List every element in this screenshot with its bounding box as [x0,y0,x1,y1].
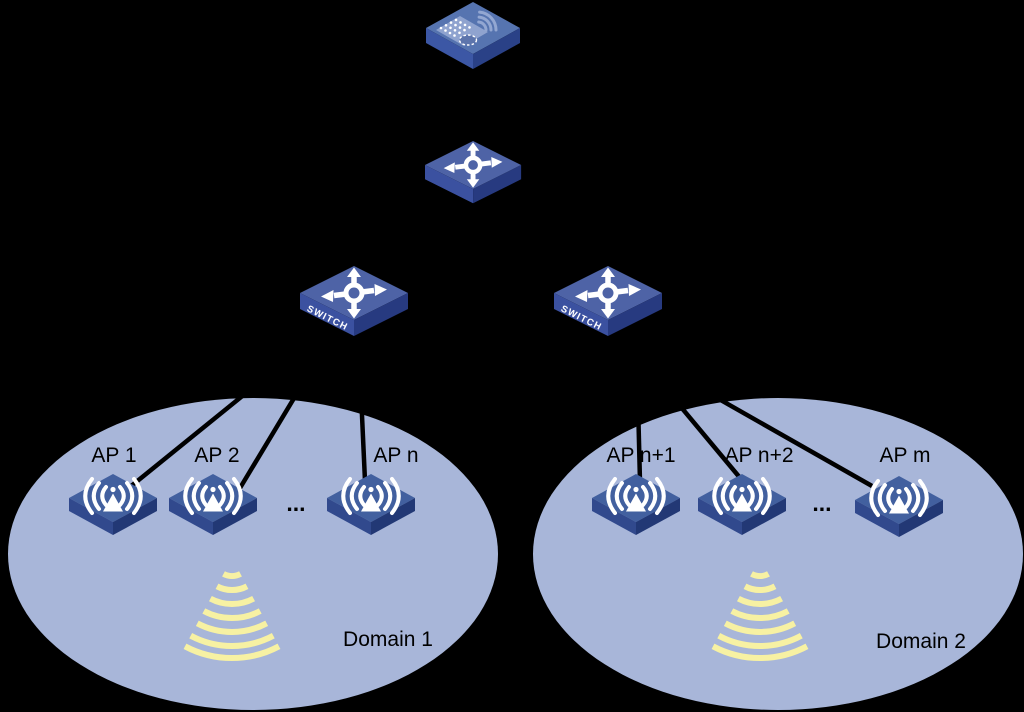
ap-n2-label: AP n+2 [724,444,793,467]
domain-1-ellipse [8,398,498,710]
wifi-signal-fan-icon [711,571,809,662]
link-switch1-apn [355,327,368,482]
ap-ellipsis-domain-1: ... [286,490,305,516]
wireless-controller-icon [426,2,520,69]
wifi-signal-fan-icon [183,571,281,662]
speaker-circle [458,34,478,46]
domain-2-ellipse [533,398,1023,710]
ap-n-label: AP n [373,444,418,467]
link-switch1-ap2 [238,323,340,490]
link-switch1-ap1 [128,323,332,489]
keypad-dots [439,18,471,37]
domain-1-label: Domain 1 [343,628,433,651]
wifi-arcs-icon [477,10,498,32]
link-switch2-apn1 [633,321,643,483]
connection-lines [128,58,874,490]
ap-ellipsis-domain-2: ... [812,490,831,516]
ap-m-label: AP m [880,444,931,467]
link-core-switch2 [471,194,610,292]
ap-1-label: AP 1 [91,444,136,467]
ap-n1-label: AP n+1 [606,444,675,467]
link-core-switch1 [352,194,475,292]
domain-2-label: Domain 2 [876,630,966,653]
link-switch2-apm [592,326,874,488]
ap-2-label: AP 2 [194,444,239,467]
